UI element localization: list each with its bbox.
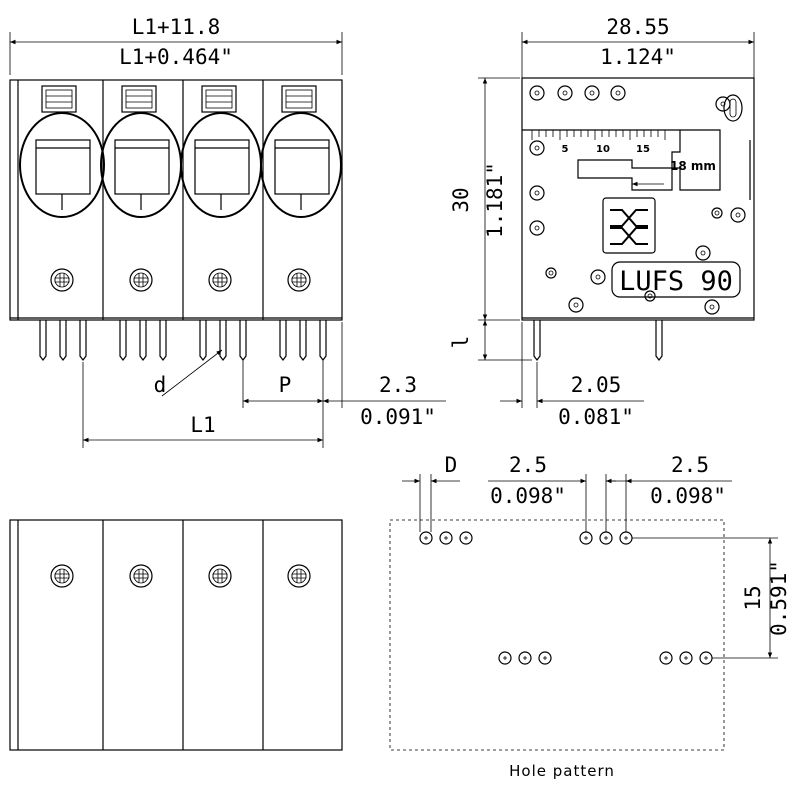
dim-top-mm: L1+11.8 (132, 15, 221, 39)
dim-height-mm: 30 (449, 187, 473, 212)
front-view: L1+11.8 L1+0.464" (9, 15, 446, 448)
release-button (121, 85, 157, 113)
hole-row-2 (498, 651, 713, 665)
wire-entry-opening (194, 139, 250, 195)
label-d: d (154, 373, 167, 397)
top-test-ports (50, 564, 311, 588)
dim-pin-mm: 2.05 (571, 373, 622, 397)
side-body-outline (521, 77, 755, 321)
pole-4 (260, 85, 342, 292)
hole-pattern-outline (389, 519, 725, 751)
release-button-inner (285, 89, 313, 109)
label-l1: L1 (190, 413, 215, 437)
top-body-outline (9, 519, 343, 751)
hole-pattern: D 2.5 0.098" 2.5 0.098" (389, 453, 791, 780)
release-button (41, 85, 77, 113)
dim-width-in: 1.124" (600, 45, 676, 69)
test-port (129, 268, 153, 292)
test-port (50, 268, 74, 292)
release-button-inner (205, 89, 233, 109)
dim-top-in: L1+0.464" (119, 45, 233, 69)
dim-pin-in: 0.081" (558, 405, 634, 429)
scale-ticks (531, 130, 666, 140)
body-dots (529, 85, 746, 315)
test-port (208, 268, 232, 292)
solder-pins (39, 320, 327, 361)
wire-entry-opening (114, 139, 170, 195)
scale-label-10: 10 (596, 144, 610, 155)
scale-label-15: 15 (636, 144, 650, 155)
hole-pattern-caption: Hole pattern (509, 762, 615, 780)
lever-slot (723, 94, 743, 122)
strip-gauge-outline (522, 129, 721, 191)
wire-entry-oval (19, 112, 105, 218)
pole-2 (100, 85, 182, 292)
dim-pitch2-mm: 2.5 (671, 453, 709, 477)
logo-frame (602, 197, 656, 254)
brand-logo (602, 197, 656, 254)
release-button-inner (45, 89, 73, 109)
dim-d-leader (161, 349, 223, 397)
pole-1 (19, 85, 105, 292)
dim-pitch1-mm: 2.5 (509, 453, 547, 477)
release-button (201, 85, 237, 113)
dim-row-mm: 15 (741, 585, 765, 610)
dim-offset-mm: 2.3 (379, 373, 417, 397)
strip-gauge: 5 10 15 18 mm (522, 129, 721, 191)
strip-length-label: 18 mm (670, 159, 716, 173)
release-button (281, 85, 317, 113)
side-view: 28.55 1.124" (449, 15, 755, 429)
top-view (9, 519, 343, 751)
dim-height-in: 1.181" (483, 162, 507, 238)
dim-width-mm: 28.55 (606, 15, 669, 39)
wire-entry-oval (260, 112, 342, 218)
release-button-inner (125, 89, 153, 109)
wire-entry-opening (35, 139, 91, 195)
side-pin (655, 320, 663, 361)
test-port (287, 268, 311, 292)
dim-pitch1-in: 0.098" (490, 484, 566, 508)
wire-entry-opening (274, 139, 330, 195)
dim-pitch2-in: 0.098" (650, 484, 726, 508)
side-pin (533, 320, 541, 361)
dim-row-in: 0.591" (767, 560, 791, 636)
hole-row-1 (419, 531, 633, 545)
label-D: D (445, 453, 458, 477)
front-body-outline (9, 79, 343, 321)
label-p: P (279, 373, 292, 397)
product-name-plate (611, 261, 741, 298)
dim-offset-in: 0.091" (360, 405, 436, 429)
label-l: l (449, 336, 473, 349)
scale-label-5: 5 (562, 144, 569, 155)
pole-3 (180, 85, 262, 292)
product-name: LUFS 90 (619, 266, 733, 297)
